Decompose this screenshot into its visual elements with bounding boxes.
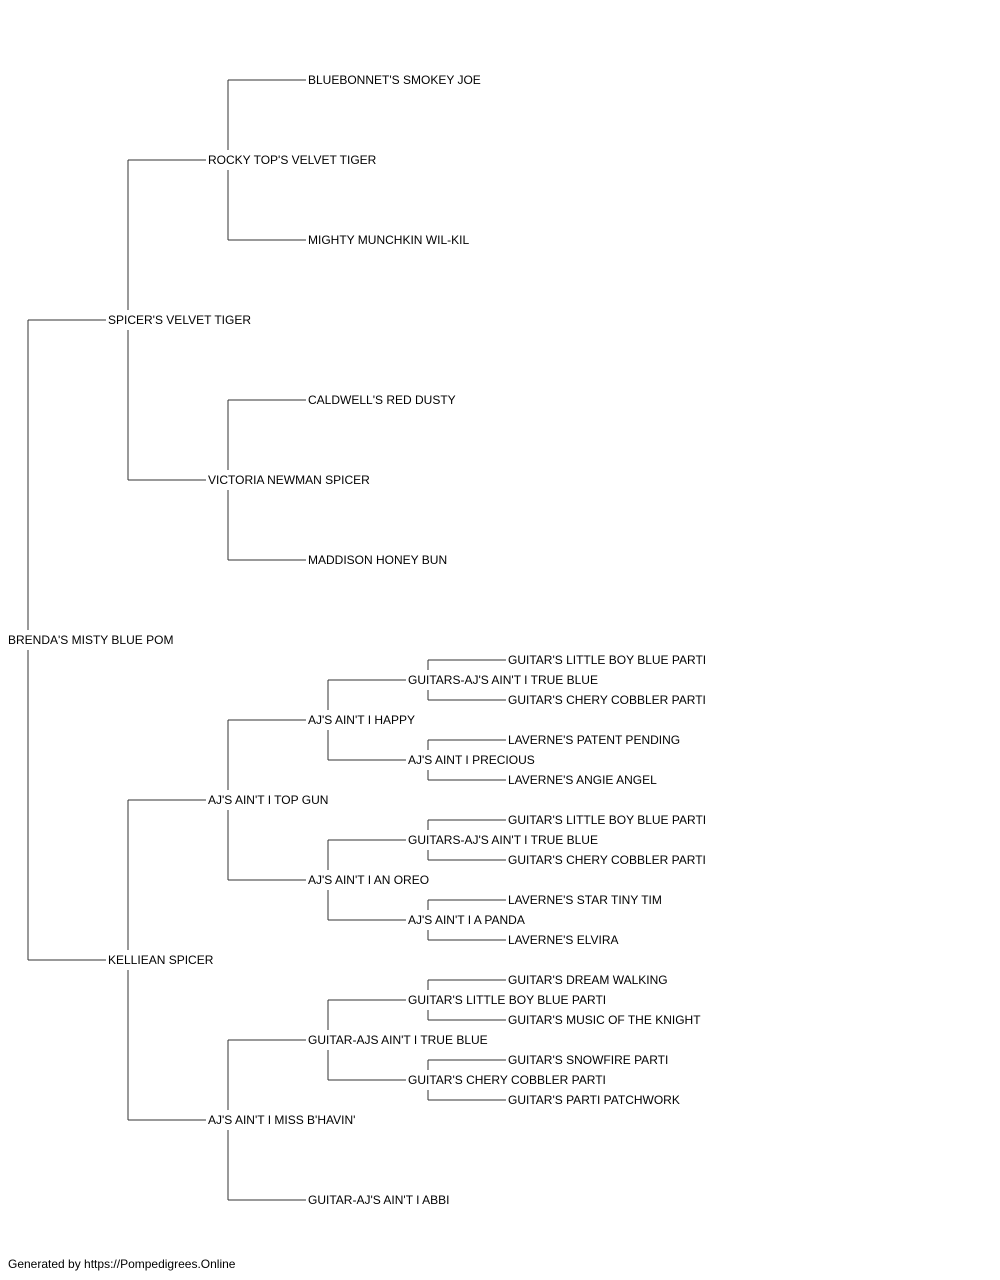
- dog-name-guitar-s-little-boy-blue-parti: GUITAR'S LITTLE BOY BLUE PARTI: [508, 813, 706, 827]
- dog-name-spicer-s-velvet-tiger: SPICER'S VELVET TIGER: [108, 313, 251, 327]
- dog-name-guitar-s-chery-cobbler-parti: GUITAR'S CHERY COBBLER PARTI: [508, 853, 706, 867]
- dog-name-aj-s-aint-i-precious: AJ'S AINT I PRECIOUS: [408, 753, 535, 767]
- dog-name-guitar-s-snowfire-parti: GUITAR'S SNOWFIRE PARTI: [508, 1053, 668, 1067]
- dog-name-laverne-s-star-tiny-tim: LAVERNE'S STAR TINY TIM: [508, 893, 662, 907]
- dog-name-kelliean-spicer: KELLIEAN SPICER: [108, 953, 214, 967]
- dog-name-rocky-top-s-velvet-tiger: ROCKY TOP'S VELVET TIGER: [208, 153, 377, 167]
- dog-name-caldwell-s-red-dusty: CALDWELL'S RED DUSTY: [308, 393, 456, 407]
- dog-name-laverne-s-patent-pending: LAVERNE'S PATENT PENDING: [508, 733, 680, 747]
- dog-name-aj-s-ain-t-i-a-panda: AJ'S AIN'T I A PANDA: [408, 913, 525, 927]
- dog-name-aj-s-ain-t-i-an-oreo: AJ'S AIN'T I AN OREO: [308, 873, 429, 887]
- dog-name-guitar-s-chery-cobbler-parti: GUITAR'S CHERY COBBLER PARTI: [408, 1073, 606, 1087]
- dog-name-maddison-honey-bun: MADDISON HONEY BUN: [308, 553, 447, 567]
- dog-name-guitar-s-chery-cobbler-parti: GUITAR'S CHERY COBBLER PARTI: [508, 693, 706, 707]
- dog-name-aj-s-ain-t-i-miss-b-havin: AJ'S AIN'T I MISS B'HAVIN': [208, 1113, 355, 1127]
- dog-name-brenda-s-misty-blue-pom: BRENDA'S MISTY BLUE POM: [8, 633, 173, 647]
- dog-name-guitar-aj-s-ain-t-i-abbi: GUITAR-AJ'S AIN'T I ABBI: [308, 1193, 450, 1207]
- dog-name-guitars-aj-s-ain-t-i-true-blue: GUITARS-AJ'S AIN'T I TRUE BLUE: [408, 673, 598, 687]
- dog-name-guitar-s-parti-patchwork: GUITAR'S PARTI PATCHWORK: [508, 1093, 680, 1107]
- dog-name-guitar-ajs-ain-t-i-true-blue: GUITAR-AJS AIN'T I TRUE BLUE: [308, 1033, 488, 1047]
- dog-name-mighty-munchkin-wil-kil: MIGHTY MUNCHKIN WIL-KIL: [308, 233, 469, 247]
- dog-name-laverne-s-elvira: LAVERNE'S ELVIRA: [508, 933, 619, 947]
- dog-name-guitar-s-little-boy-blue-parti: GUITAR'S LITTLE BOY BLUE PARTI: [408, 993, 606, 1007]
- dog-name-guitar-s-music-of-the-knight: GUITAR'S MUSIC OF THE KNIGHT: [508, 1013, 701, 1027]
- dog-name-victoria-newman-spicer: VICTORIA NEWMAN SPICER: [208, 473, 370, 487]
- dog-name-aj-s-ain-t-i-top-gun: AJ'S AIN'T I TOP GUN: [208, 793, 328, 807]
- generated-by-footer: Generated by https://Pompedigrees.Online: [8, 1257, 236, 1271]
- dog-name-guitars-aj-s-ain-t-i-true-blue: GUITARS-AJ'S AIN'T I TRUE BLUE: [408, 833, 598, 847]
- dog-name-laverne-s-angie-angel: LAVERNE'S ANGIE ANGEL: [508, 773, 657, 787]
- dog-name-guitar-s-dream-walking: GUITAR'S DREAM WALKING: [508, 973, 668, 987]
- dog-name-bluebonnet-s-smokey-joe: BLUEBONNET'S SMOKEY JOE: [308, 73, 481, 87]
- dog-name-guitar-s-little-boy-blue-parti: GUITAR'S LITTLE BOY BLUE PARTI: [508, 653, 706, 667]
- dog-name-aj-s-ain-t-i-happy: AJ'S AIN'T I HAPPY: [308, 713, 415, 727]
